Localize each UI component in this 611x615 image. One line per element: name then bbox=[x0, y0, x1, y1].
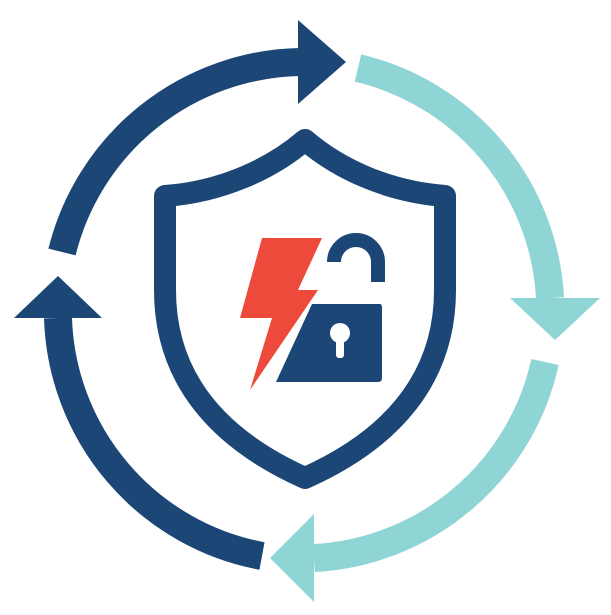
arrowhead-left bbox=[14, 276, 102, 318]
arrow-bottom-left bbox=[44, 317, 265, 570]
arrowhead-top bbox=[298, 20, 346, 104]
lightning-bolt-icon bbox=[240, 238, 322, 390]
open-padlock-icon bbox=[276, 233, 385, 382]
arrow-bottom-right bbox=[313, 358, 559, 572]
arrowhead-right bbox=[510, 298, 600, 340]
cycle-arrows-icon bbox=[14, 20, 600, 602]
arrow-top-right bbox=[354, 54, 564, 299]
arrowhead-bottom bbox=[270, 514, 314, 602]
arrow-top-left bbox=[48, 48, 301, 256]
